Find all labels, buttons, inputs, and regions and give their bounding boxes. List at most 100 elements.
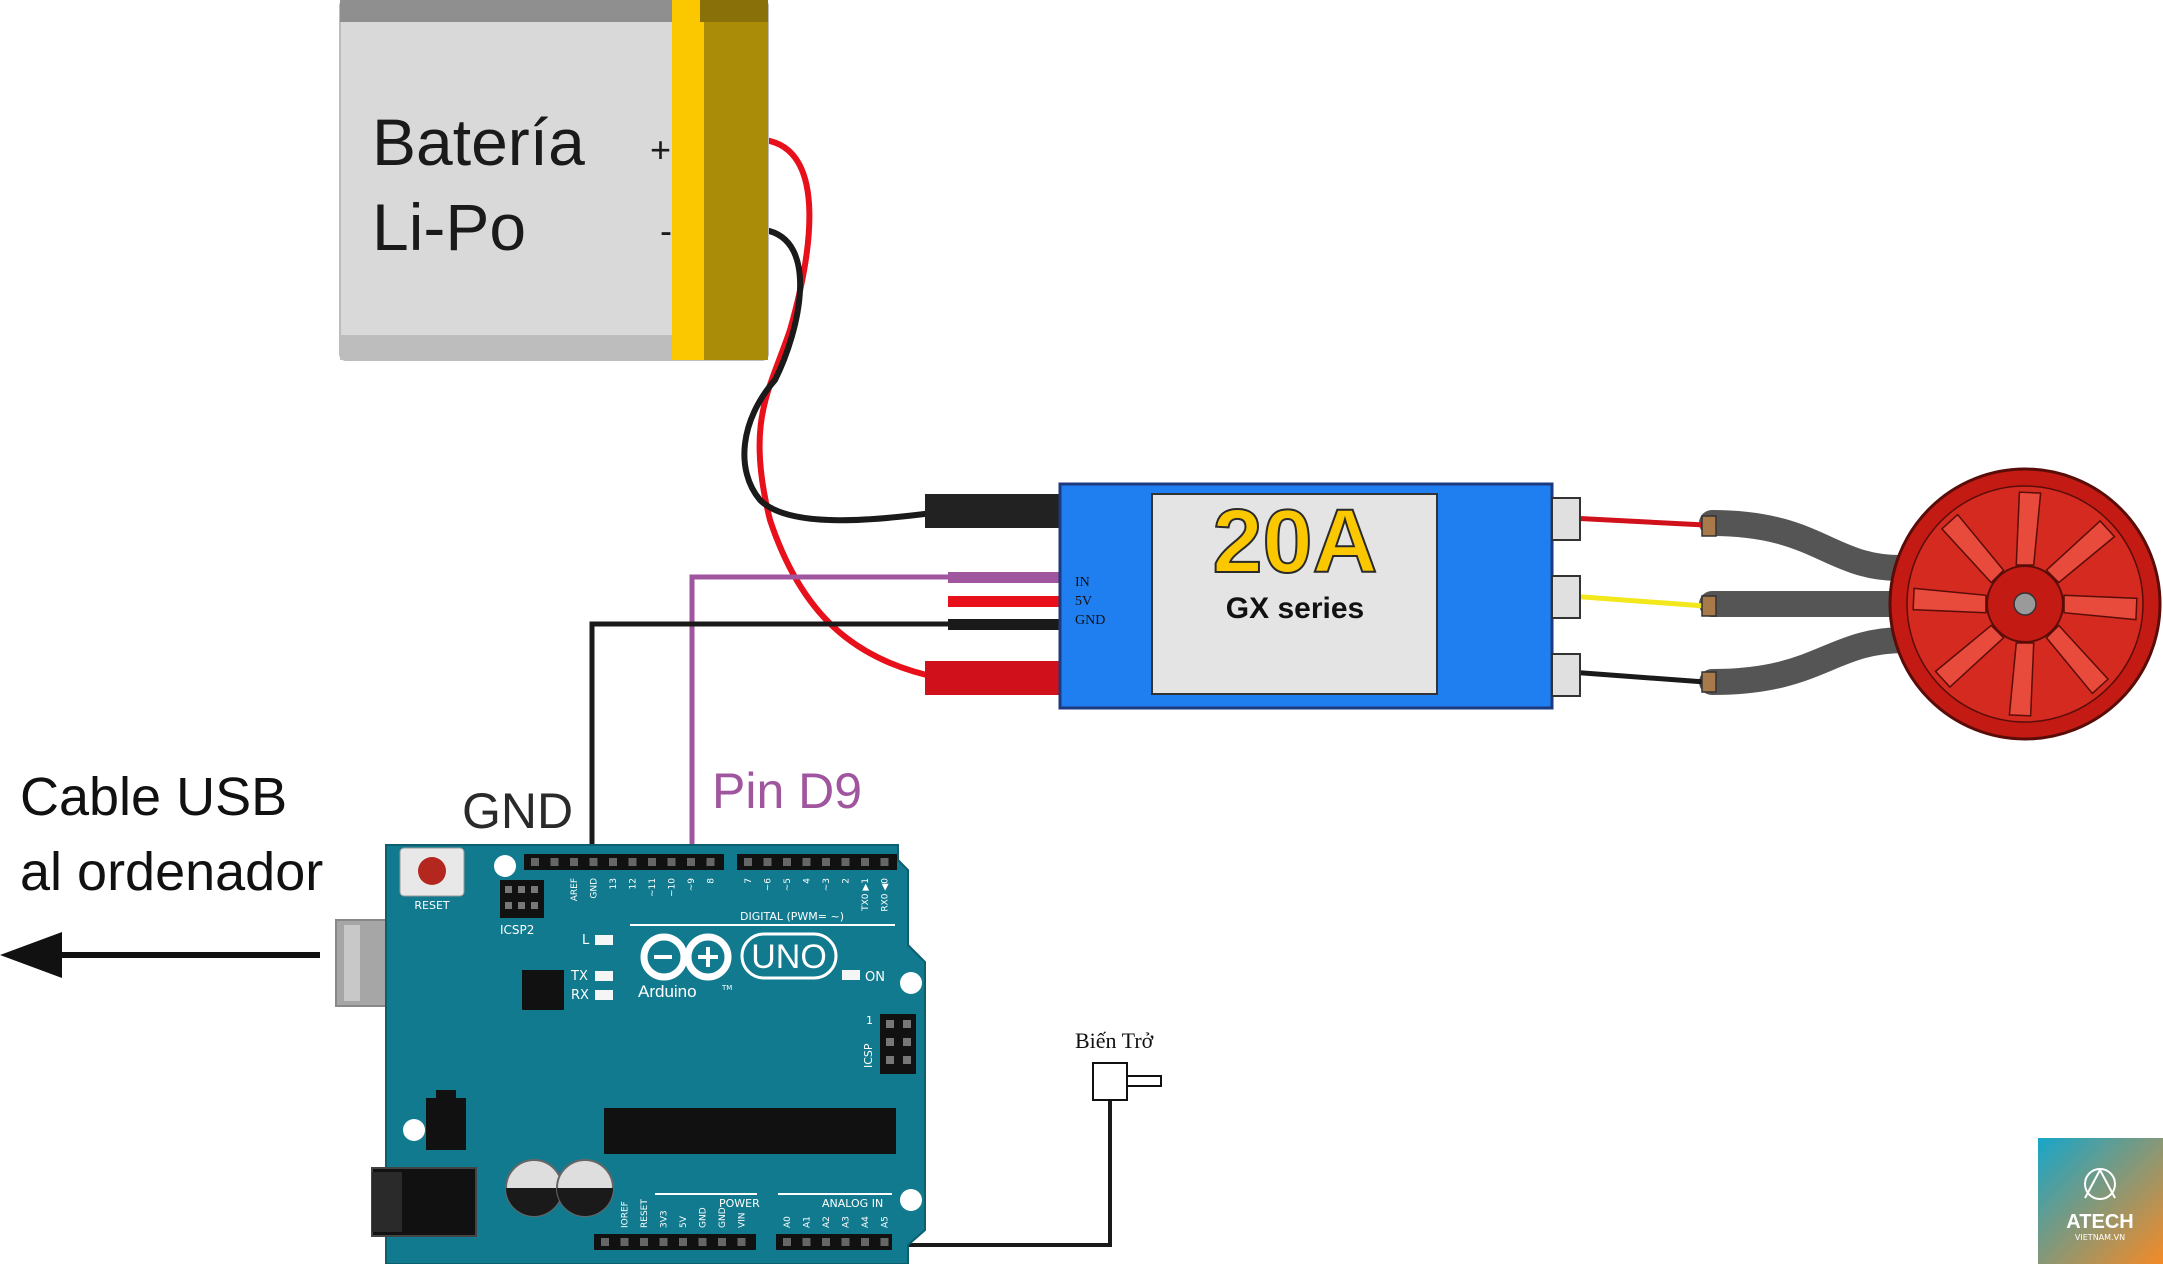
signal-purple-wire (689, 574, 948, 868)
esc-in-lead (948, 572, 1061, 583)
motor-spoke (2015, 491, 2042, 566)
led-tx-label: TX (570, 969, 588, 984)
esc-output-connector-1 (1551, 497, 1581, 541)
led-on (842, 970, 860, 980)
top-pin-label: ~11 (648, 878, 658, 897)
motor-wire-3 (1699, 627, 1918, 695)
battery-black-wire (741, 227, 941, 524)
esc-module: 20A GX series IN 5V GND (925, 482, 1717, 710)
led-rx (595, 990, 613, 1000)
analog-in-label: ANALOG IN (822, 1197, 883, 1210)
led-rx-label: RX (571, 988, 589, 1003)
esc-output-connector-2 (1551, 575, 1581, 619)
esc-output-connector-3 (1551, 653, 1581, 697)
led-tx (595, 971, 613, 981)
esc-pin-gnd: GND (1075, 613, 1105, 628)
esc-pin-5v: 5V (1075, 594, 1092, 609)
motor-spoke (2045, 519, 2116, 584)
bottom-pin-label: A1 (803, 1216, 813, 1228)
atmega-chip (604, 1108, 896, 1154)
motor-spoke (1912, 587, 1987, 614)
potentiometer-wire (882, 1100, 1112, 1247)
motor-spoke (1940, 513, 2005, 584)
esc-output-yellow (1569, 593, 1706, 609)
top-pin-label: ~9 (687, 878, 697, 892)
top-pin-label: 4 (803, 878, 813, 884)
motor-spoke (1934, 624, 2005, 689)
esc-rating: 20A (1212, 492, 1377, 592)
top-pin-label: ~10 (668, 878, 678, 897)
battery-red-wire (756, 137, 941, 681)
board-model: UNO (751, 938, 827, 976)
top-pin-label: ~3 (822, 878, 832, 891)
bottom-pin-label: A4 (861, 1216, 871, 1228)
battery-minus-terminal: - (660, 210, 672, 251)
top-pin-label: 8 (707, 878, 717, 884)
power-label: POWER (719, 1197, 760, 1210)
wires (589, 137, 1918, 1247)
esc-output-black (1569, 669, 1706, 685)
esc-red-power-lead (925, 661, 1061, 695)
top-pin-label: 13 (609, 878, 619, 889)
bottom-pin-label: GND (699, 1207, 709, 1228)
top-pin-label: GND (590, 878, 600, 899)
uno-badge (740, 932, 838, 980)
icsp2-label: ICSP2 (500, 923, 534, 937)
atech-logo-name: ATECH (2066, 1211, 2133, 1233)
bottom-pin-label: IOREF (621, 1201, 631, 1228)
top-pin-label: ~6 (764, 878, 774, 892)
top-pin-label: TX0 ▶1 (861, 878, 871, 912)
board-brand: Arduino (638, 982, 697, 1001)
capacitor-2 (556, 1159, 614, 1217)
led-on-label: ON (865, 970, 885, 985)
ground-black-wire (589, 621, 948, 868)
bottom-pin-label: RESET (640, 1199, 650, 1228)
bottom-pin-label: 5V (679, 1215, 689, 1228)
lipo-battery: Batería Li-Po + - (339, 0, 769, 361)
top-pin-label: AREF (570, 878, 580, 901)
top-pin-label: 12 (629, 878, 639, 889)
atech-logo-sub: VIETNAM.VN (2075, 1233, 2125, 1242)
bottom-pin-label: VIN (738, 1212, 748, 1228)
potentiometer: Biến Trở (1075, 1028, 1162, 1101)
battery-plus-terminal: + (650, 129, 671, 170)
esc-gnd-lead (948, 619, 1061, 630)
usb-chip (522, 970, 564, 1010)
analog-header (776, 1234, 892, 1250)
top-pin-label: 7 (744, 878, 754, 884)
motor-spoke (2063, 594, 2138, 621)
reset-label: RESET (414, 899, 450, 912)
gnd-label: GND (462, 783, 573, 839)
brushless-motor (1888, 467, 2162, 741)
capacitor-1 (505, 1159, 563, 1217)
bottom-pin-label: A5 (881, 1216, 891, 1228)
top-pin-label: RX0 ◀0 (881, 878, 891, 912)
esc-series: GX series (1226, 592, 1364, 625)
usb-cable-label-line1: Cable USB (20, 767, 287, 827)
bottom-pin-label: 3V3 (660, 1210, 670, 1228)
voltage-regulator (426, 1098, 466, 1150)
board-trademark: TM (721, 984, 732, 992)
arduino-logo-icon (640, 933, 732, 981)
battery-title-line2: Li-Po (372, 190, 526, 264)
motor-spoke (2045, 624, 2110, 695)
bottom-pin-label: GND (718, 1207, 728, 1228)
esc-output-red (1569, 515, 1706, 528)
power-header (594, 1234, 756, 1250)
bottom-pin-label: A0 (783, 1216, 793, 1228)
usb-cable-label-line2: al ordenador (20, 842, 323, 902)
digital-header-right (737, 854, 897, 870)
esc-pin-in: IN (1075, 575, 1090, 590)
led-l (595, 935, 613, 945)
digital-pwm-label: DIGITAL (PWM= ~) (740, 910, 844, 923)
top-pin-label: ~5 (783, 878, 793, 891)
atech-logo: ATECH VIETNAM.VN (2038, 1138, 2163, 1264)
motor-wire-1 (1699, 510, 1918, 582)
arrow-left-icon (0, 932, 320, 978)
battery-title-line1: Batería (372, 105, 585, 179)
atech-emblem-icon (2084, 1167, 2116, 1200)
esc-5v-lead (948, 596, 1061, 607)
arduino-uno-board: RESET ICSP2 AREF GND 13 12 ~11 ~10 ~9 8 7 ~6 ~5 4 ~3… (335, 844, 926, 1264)
esc-black-power-lead (925, 494, 1061, 528)
